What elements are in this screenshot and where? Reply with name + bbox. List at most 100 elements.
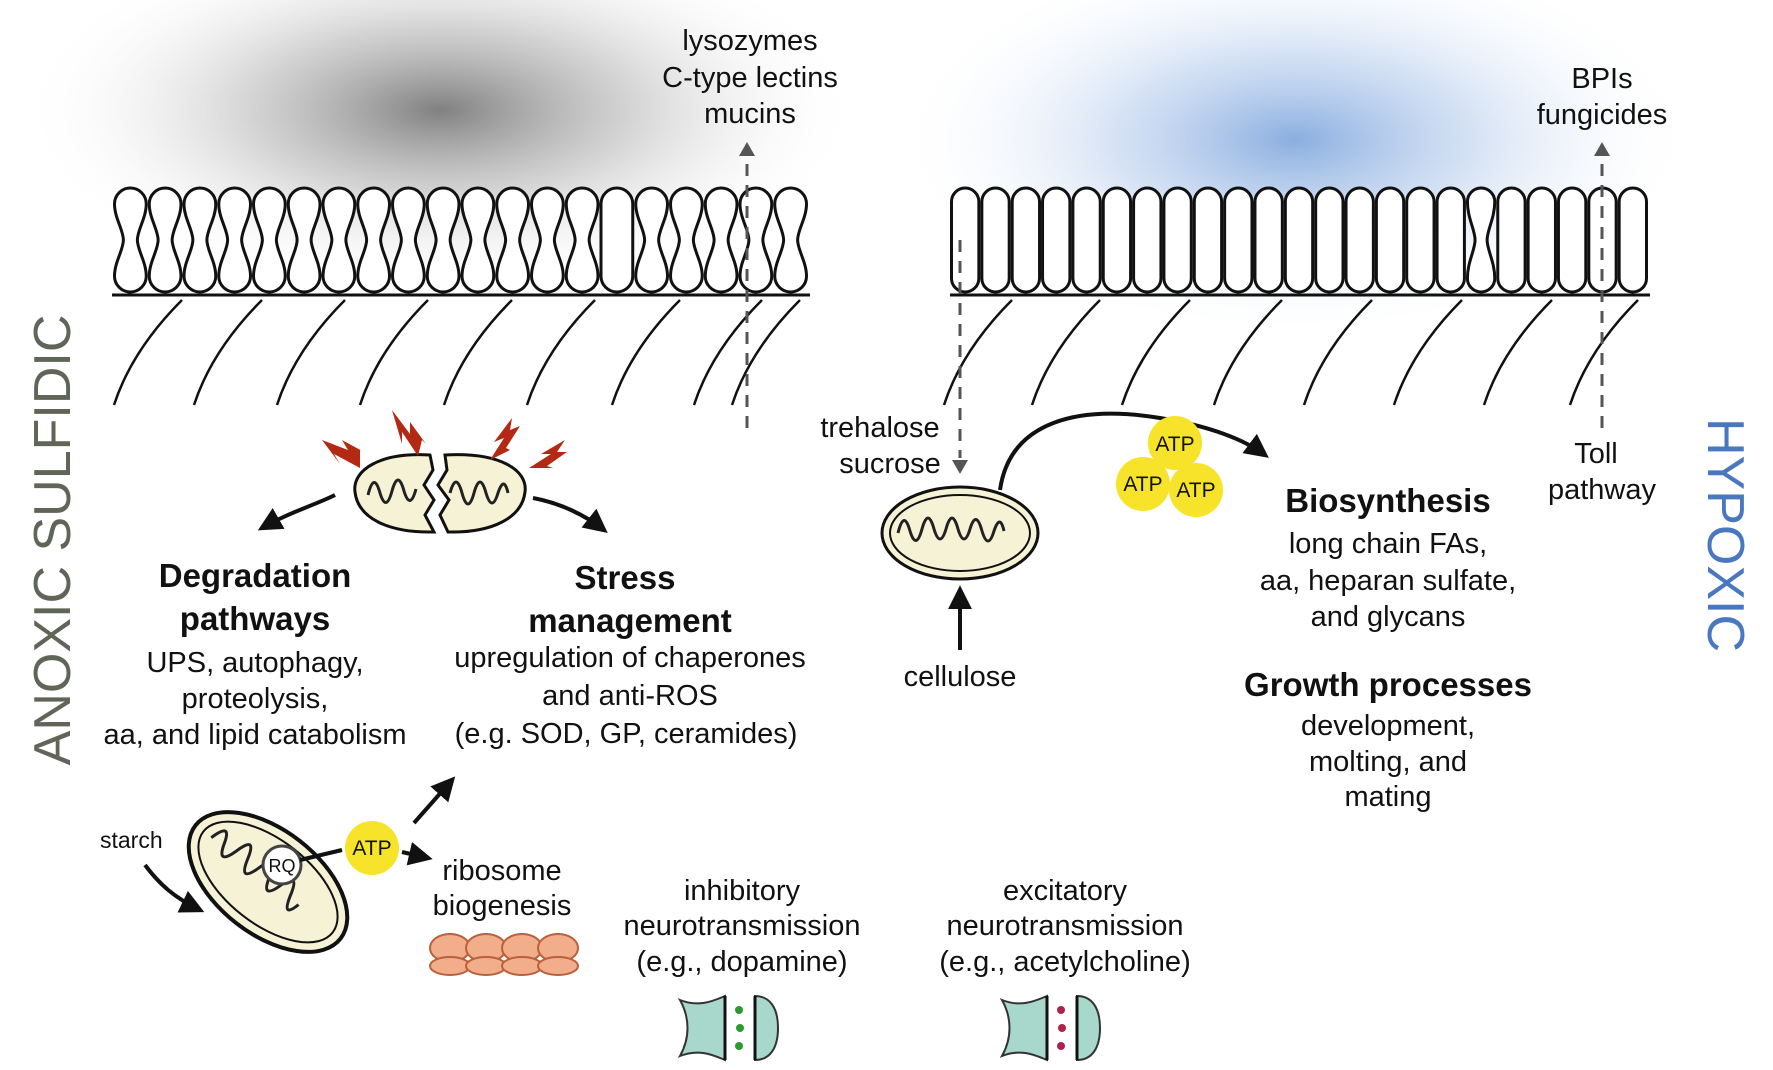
degradation-title-2: pathways <box>180 600 330 637</box>
anoxic-side-label: ANOXIC SULFIDIC <box>24 315 82 766</box>
bacterial-filament <box>192 299 263 406</box>
bacterial-filament <box>1568 299 1639 406</box>
right-secretion-arrow <box>1594 142 1610 428</box>
starch-label: starch <box>100 827 163 853</box>
epithelial-cell <box>286 186 322 294</box>
stress-detail-1: upregulation of chaperones <box>454 642 805 674</box>
epithelial-cell <box>1587 186 1618 294</box>
epithelial-cell <box>1010 186 1042 294</box>
bacterial-filament <box>525 299 596 406</box>
epithelial-cell <box>495 186 531 294</box>
epithelial-cell <box>1617 186 1648 294</box>
atp-label-top: ATP <box>1155 433 1194 456</box>
hypoxic-side-label: HYPOXIC <box>1696 418 1754 652</box>
biosynthesis-detail-1: long chain FAs, <box>1289 528 1487 560</box>
stress-detail-2: and anti-ROS <box>542 680 718 712</box>
left-secreted-line-3: mucins <box>704 98 796 130</box>
ribosome-icon <box>501 956 543 976</box>
epithelial-cell <box>564 186 600 294</box>
rq-label: RQ <box>269 856 296 876</box>
epithelial-cell <box>1526 186 1557 294</box>
epithelial-cell <box>147 186 183 294</box>
growth-detail-2: molting, and <box>1309 746 1467 778</box>
right-bacteria-lines <box>942 299 1639 406</box>
atp-label-right-bottom: ATP <box>1176 479 1215 502</box>
left-bacteria-lines <box>112 299 801 406</box>
epithelial-cell <box>112 186 148 294</box>
biosynthesis-detail-2: aa, heparan sulfate, <box>1260 565 1516 597</box>
epithelial-cell <box>182 186 218 294</box>
broken-mitochondrion-icon <box>353 453 527 534</box>
epithelial-cell <box>668 186 704 294</box>
toll-label-2: pathway <box>1548 474 1657 506</box>
bacterial-filament <box>275 299 346 406</box>
atp-to-ribosome-arrow <box>401 841 433 866</box>
ribosome-icon <box>537 956 579 976</box>
epithelial-cell <box>1253 186 1284 294</box>
biosynthesis-detail-3: and glycans <box>1311 601 1466 633</box>
epithelial-cell <box>1101 186 1133 294</box>
epithelial-cell <box>599 186 635 294</box>
epithelial-cell <box>1223 186 1254 294</box>
degradation-title-1: Degradation <box>159 557 352 594</box>
bacterial-filament <box>112 299 183 406</box>
bacterial-filament <box>1120 299 1191 406</box>
epithelial-cell <box>321 186 357 294</box>
excitatory-label-3: (e.g., acetylcholine) <box>939 946 1190 978</box>
degradation-arrow <box>257 493 336 531</box>
biosynthesis-arrow <box>998 411 1269 491</box>
ribosome-label-1: ribosome <box>442 855 561 887</box>
degradation-detail-2: proteolysis, <box>182 683 329 715</box>
stress-title-2: management <box>528 602 732 639</box>
excitatory-synapse-icon <box>999 994 1102 1062</box>
toll-label-1: Toll <box>1574 438 1618 470</box>
biosynthesis-title: Biosynthesis <box>1285 482 1490 519</box>
atp-circle-left-bottom <box>1116 457 1170 511</box>
left-secreted-line-1: lysozymes <box>682 25 817 57</box>
epithelial-cell <box>1041 186 1072 294</box>
epithelial-cell <box>460 186 496 294</box>
epithelial-cell <box>390 186 426 294</box>
inhibitory-label-3: (e.g., dopamine) <box>636 946 847 978</box>
ribosome-icons <box>429 933 579 976</box>
right-secreted-line-1: BPIs <box>1571 63 1632 95</box>
epithelial-cell <box>773 186 809 294</box>
epithelial-cell <box>1374 186 1406 294</box>
epithelial-cell <box>1071 186 1102 294</box>
growth-detail-1: development, <box>1301 710 1475 742</box>
sugar-dashed-arrow <box>952 240 968 474</box>
epithelial-cell <box>1132 186 1163 294</box>
excitatory-label-1: excitatory <box>1003 875 1128 907</box>
left-secretion-arrow <box>739 142 755 428</box>
epithelial-cell <box>1435 186 1466 294</box>
bacterial-filament <box>730 299 801 406</box>
atp-circle-right-bottom <box>1169 463 1223 517</box>
epithelial-cell <box>1283 186 1315 294</box>
epithelial-cell <box>1465 186 1497 294</box>
stress-arrow <box>532 496 608 533</box>
epithelial-cell <box>1344 186 1375 294</box>
inhibitory-label-2: neurotransmission <box>624 910 861 942</box>
epithelial-cell <box>1556 186 1588 294</box>
atp-circle-left <box>345 821 399 875</box>
rq-mitochondrion-icon <box>186 810 350 954</box>
epithelial-cell <box>1314 186 1345 294</box>
degradation-detail-3: aa, and lipid catabolism <box>103 719 406 751</box>
bacterial-filament <box>442 299 513 406</box>
right-secreted-line-2: fungicides <box>1537 99 1668 131</box>
atp-label-left-bottom: ATP <box>1123 473 1162 496</box>
stress-detail-3: (e.g. SOD, GP, ceramides) <box>455 718 798 750</box>
epithelial-cell <box>738 186 774 294</box>
bacterial-filament <box>358 299 429 406</box>
epithelial-cell <box>950 186 981 294</box>
mitochondrion-icon <box>880 485 1040 581</box>
cellulose-label: cellulose <box>904 661 1017 693</box>
degradation-detail-1: UPS, autophagy, <box>146 647 363 679</box>
epithelial-cell <box>703 186 739 294</box>
epithelial-cell <box>251 186 287 294</box>
epithelial-cell <box>634 186 670 294</box>
left-epithelium <box>112 186 809 294</box>
epithelial-cell <box>356 186 392 294</box>
bacterial-filament <box>942 299 1013 406</box>
